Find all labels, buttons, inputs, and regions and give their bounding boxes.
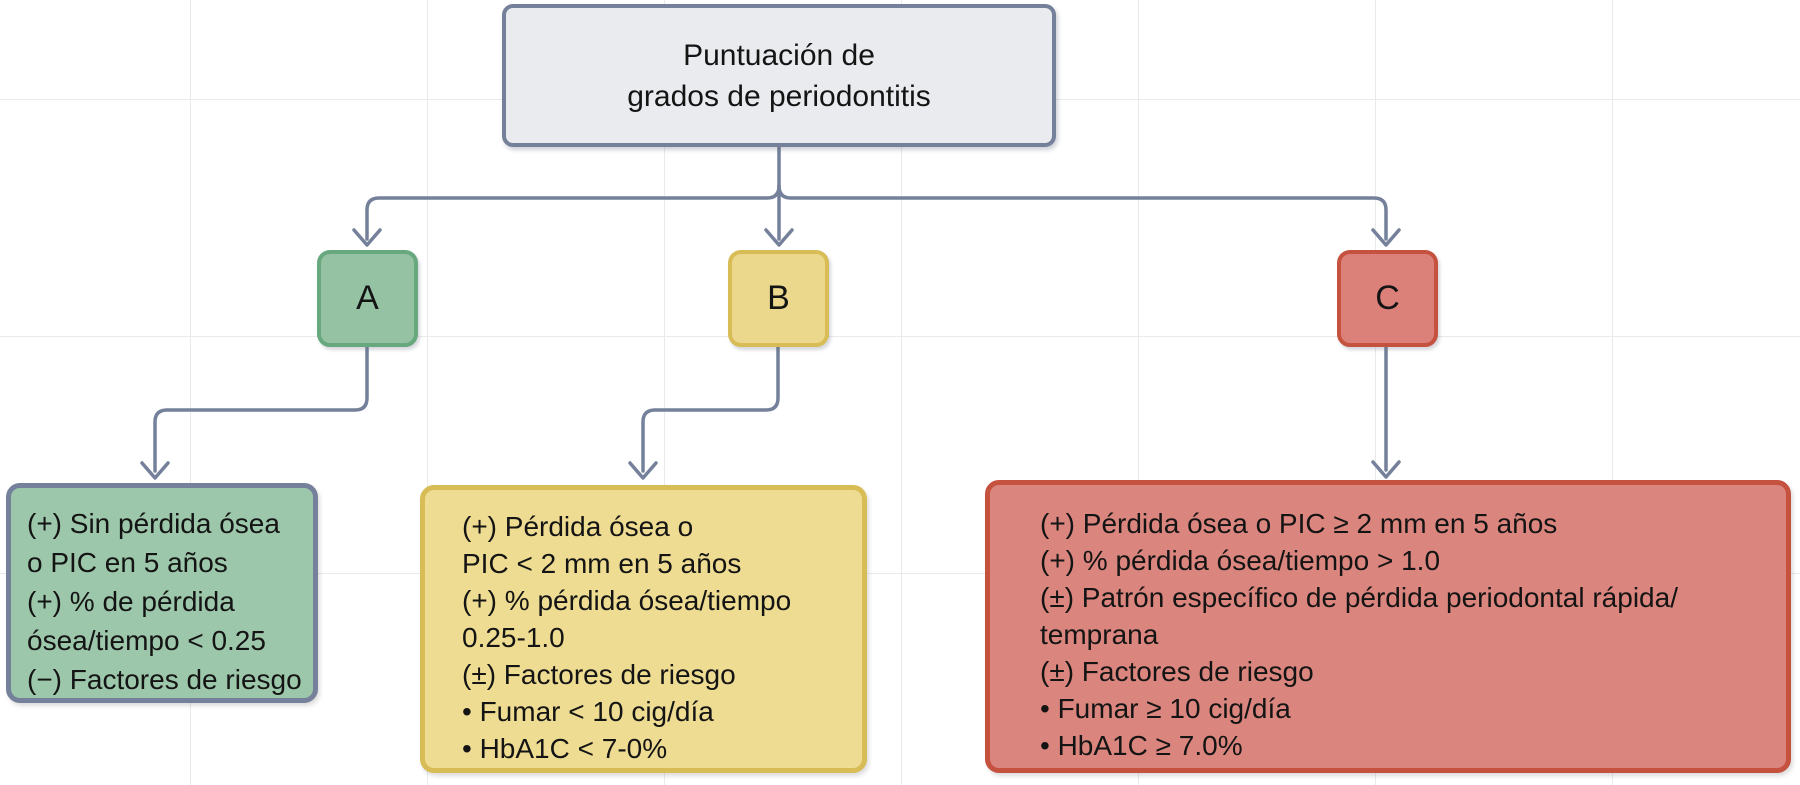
detail-c-line: (±) Patrón específico de pérdida periodo…	[1040, 582, 1678, 613]
root-title-line-2: grados de periodontitis	[627, 79, 931, 113]
arrow-down-icon	[1371, 460, 1401, 479]
arrow-down-icon	[764, 228, 794, 247]
detail-c-line: (±) Factores de riesgo	[1040, 656, 1314, 687]
node-root-title: Puntuación de grados de periodontitis	[502, 4, 1056, 147]
detail-b-line: PIC < 2 mm en 5 años	[462, 548, 742, 579]
connector-a-to-detail	[153, 343, 369, 473]
detail-a-line: o PIC en 5 años	[27, 547, 228, 578]
detail-b-line: (±) Factores de riesgo	[462, 659, 736, 690]
node-grade-a: A	[317, 250, 418, 347]
detail-c-line: (+) Pérdida ósea o PIC ≥ 2 mm en 5 años	[1040, 508, 1558, 539]
detail-a-line: (−) Factores de riesgo	[27, 664, 302, 695]
grade-c-label: C	[1375, 279, 1400, 317]
arrow-down-icon	[1371, 228, 1401, 247]
connector-root-to-a	[365, 184, 781, 241]
detail-b-line: 0.25-1.0	[462, 622, 565, 653]
detail-c-line: • Fumar ≥ 10 cig/día	[1040, 693, 1291, 724]
detail-b-line: • Fumar < 10 cig/día	[462, 696, 714, 727]
detail-b-line: (+) Pérdida ósea o	[462, 511, 694, 542]
root-title-line-1: Puntuación de	[683, 38, 875, 72]
arrow-down-icon	[352, 228, 382, 247]
connector-b-to-detail	[641, 343, 780, 473]
node-grade-b: B	[728, 250, 829, 347]
detail-box-grade-a: (+) Sin pérdida ósea o PIC en 5 años (+)…	[6, 483, 318, 703]
connector-root-to-c	[777, 184, 1388, 241]
detail-b-line: • HbA1C < 7-0%	[462, 733, 668, 764]
grade-b-label: B	[767, 279, 790, 317]
node-grade-c: C	[1337, 250, 1438, 347]
detail-box-grade-b: (+) Pérdida ósea o PIC < 2 mm en 5 años …	[420, 485, 867, 773]
detail-a-line: (+) % de pérdida	[27, 586, 235, 617]
detail-a-line: (+) Sin pérdida ósea	[27, 508, 280, 539]
detail-box-grade-c: (+) Pérdida ósea o PIC ≥ 2 mm en 5 años …	[985, 480, 1791, 773]
arrow-down-icon	[140, 461, 170, 480]
detail-b-line: (+) % pérdida ósea/tiempo	[462, 585, 792, 616]
detail-a-line: ósea/tiempo < 0.25	[27, 625, 266, 656]
grade-a-label: A	[356, 279, 379, 317]
detail-c-line: • HbA1C ≥ 7.0%	[1040, 730, 1243, 761]
detail-c-line: (+) % pérdida ósea/tiempo > 1.0	[1040, 545, 1441, 576]
detail-c-line: temprana	[1040, 619, 1159, 650]
arrow-down-icon	[628, 461, 658, 480]
